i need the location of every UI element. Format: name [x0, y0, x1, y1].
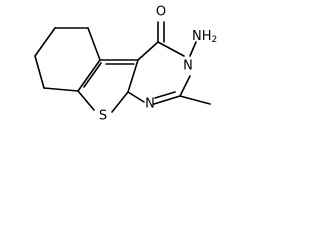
- bond-n3-c2: [179, 75, 191, 97]
- pyrimidine-nitrogen-label: N: [145, 97, 155, 112]
- bond-c4-n3: [157, 41, 185, 57]
- amino-label-main: NH: [192, 29, 212, 44]
- bond-c2-n1-inner: [154, 91, 176, 99]
- bond-thiophene-bottom-right: [111, 91, 129, 113]
- bond-thiophene-top: [77, 59, 101, 92]
- bond-cp-right: [87, 27, 101, 61]
- amide-nitrogen-label: N: [183, 59, 193, 74]
- thienopyrimidinone-structure: O NH2 N N S: [34, 5, 217, 124]
- bond-cp-lower-left: [34, 55, 45, 89]
- amino-label-subscript: 2: [212, 35, 218, 45]
- bond-cp-upper-left: [34, 27, 56, 57]
- sulfur-label: S: [99, 109, 107, 124]
- bond-thiophene-right: [127, 59, 139, 93]
- bond-cp-bottom: [43, 87, 79, 92]
- bond-methyl: [179, 95, 211, 105]
- bond-n-amino: [189, 41, 197, 57]
- bond-c4-c4a: [137, 41, 159, 61]
- bond-n1-c7a: [127, 91, 145, 103]
- bond-thiophene-left: [77, 90, 95, 111]
- amino-label: NH2: [192, 29, 217, 46]
- bond-c2-n1: [153, 95, 181, 105]
- oxygen-label: O: [156, 5, 166, 20]
- bond-thiophene-top-inner: [83, 62, 102, 88]
